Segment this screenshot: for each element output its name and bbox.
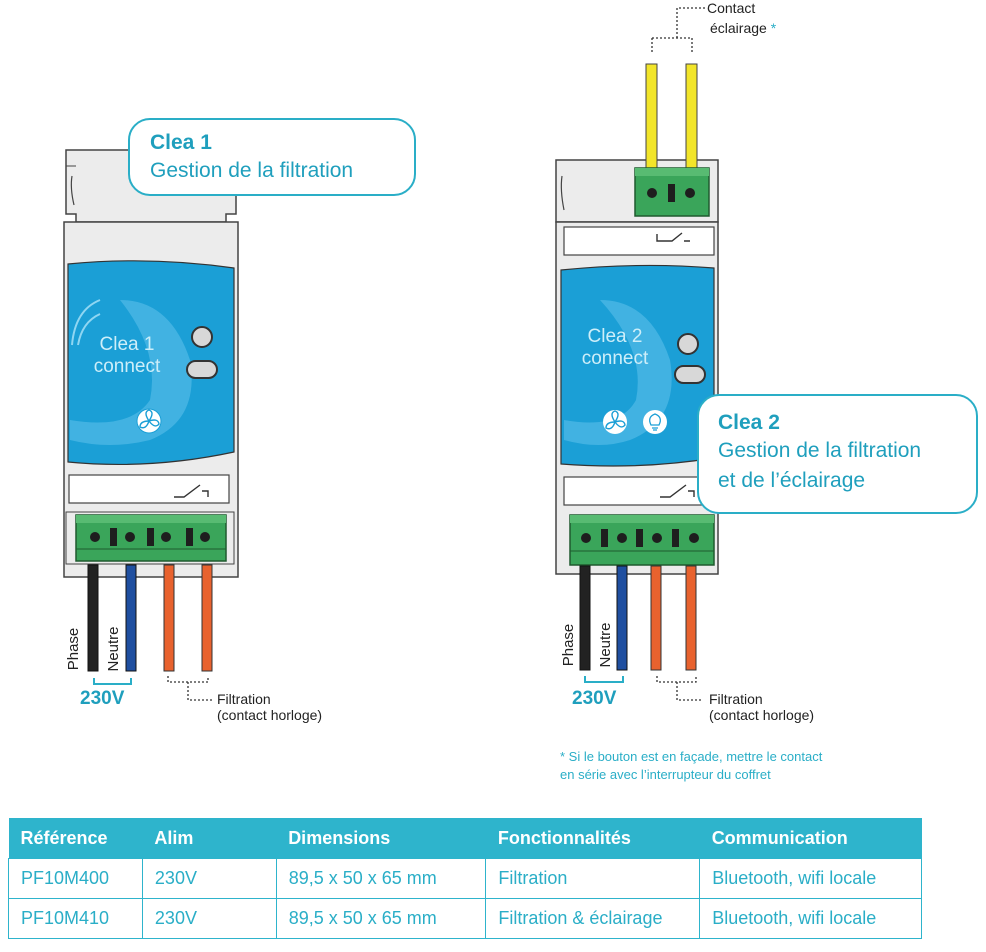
device2-contact-line2: éclairage * [710,18,776,38]
table-row: PF10M410 230V 89,5 x 50 x 65 mm Filtrati… [8,898,922,939]
cell-alim: 230V [141,898,277,939]
header-alim: Alim [142,818,277,859]
device1-filtration-label: Filtration (contact horloge) [217,691,322,723]
header-dimensions: Dimensions [276,818,486,859]
cell-fonctionnalites: Filtration & éclairage [485,898,701,939]
device2-subtitle-line2: et de l’éclairage [718,469,866,492]
device2-contact-label: Contact éclairage * [707,0,776,38]
cell-communication: Bluetooth, wifi locale [699,898,922,939]
device2-filtration-line2: (contact horloge) [709,707,815,723]
header-fonctionnalites: Fonctionnalités [485,818,700,859]
device2-subtitle-line1: Gestion de la filtration [718,439,922,462]
cell-dimensions: 89,5 x 50 x 65 mm [275,898,487,939]
device-clea2-illustration [555,7,719,701]
table-row: PF10M400 230V 89,5 x 50 x 65 mm Filtrati… [8,858,922,899]
device2-panel-line1: Clea 2 [587,326,643,347]
cell-reference: PF10M400 [8,858,143,899]
cell-fonctionnalites: Filtration [485,858,701,899]
device2-contact-line1: Contact [707,0,756,16]
spec-table: Référence Alim Dimensions Fonctionnalité… [8,818,922,939]
device1-panel-label: Clea 1 connect [82,334,172,378]
footnote-line2: en série avec l’interrupteur du coffret [560,767,771,782]
device1-phase-label: Phase [65,627,82,671]
device1-neutre-label: Neutre [105,626,122,672]
device2-contact-line2-text: éclairage [710,20,767,36]
device-clea1-illustration [63,149,239,701]
device2-phase-label: Phase [560,623,577,667]
device1-callout: Clea 1 Gestion de la filtration [128,118,416,196]
cell-reference: PF10M410 [8,898,143,939]
device2-panel-line2: connect [581,348,649,369]
device1-filtration-line1: Filtration [217,691,271,707]
device2-asterisk: * [770,20,777,36]
cell-dimensions: 89,5 x 50 x 65 mm [275,858,487,899]
device2-voltage: 230V [572,688,617,709]
device2-panel-label: Clea 2 connect [570,326,660,370]
header-reference: Référence [8,818,143,859]
footnote: * Si le bouton est en façade, mettre le … [560,748,822,784]
table-header-row: Référence Alim Dimensions Fonctionnalité… [8,818,922,859]
cell-alim: 230V [141,858,277,899]
header-communication: Communication [699,818,922,859]
device1-panel-line2: connect [93,356,161,377]
cell-communication: Bluetooth, wifi locale [699,858,922,899]
device1-title: Clea 1 [150,131,212,154]
device1-subtitle: Gestion de la filtration [150,159,354,182]
device2-filtration-label: Filtration (contact horloge) [709,691,814,723]
device2-filtration-line1: Filtration [709,691,763,707]
device2-callout: Clea 2 Gestion de la filtration et de l’… [697,394,978,514]
device2-neutre-label: Neutre [597,622,614,668]
footnote-line1: * Si le bouton est en façade, mettre le … [560,749,823,764]
device2-title: Clea 2 [718,411,780,434]
device1-filtration-line2: (contact horloge) [217,707,323,723]
device1-panel-line1: Clea 1 [99,334,155,355]
device1-voltage: 230V [80,688,125,709]
